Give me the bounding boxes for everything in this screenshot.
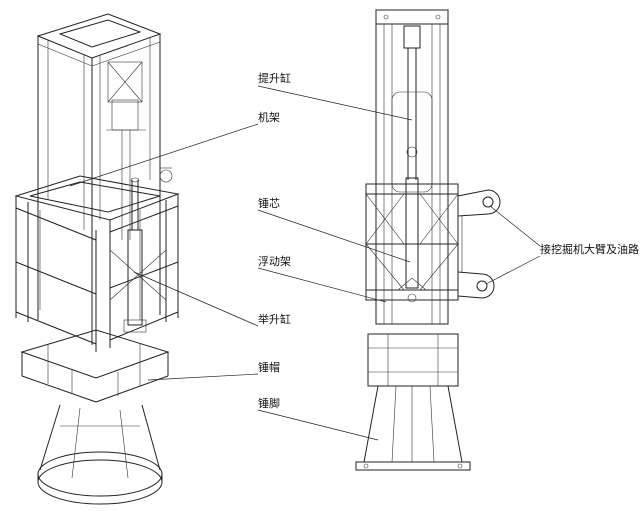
label-excavator-arm: 接挖掘机大臂及油路 [540,243,639,256]
floating-frame-iso [14,175,180,352]
label-hammer-cap: 锤帽 [258,361,280,374]
arm-bracket [457,189,501,299]
label-frame: 机架 [258,111,280,124]
main-column [36,13,173,345]
lift-cylinder-iso [123,177,147,333]
label-hammer-core: 锤芯 [258,197,280,210]
isometric-view [14,13,180,505]
leader-lines [69,85,541,441]
floating-frame-front [365,183,459,303]
hammer-foot-iso [37,404,163,505]
front-view [355,9,501,471]
label-lift-cylinder: 举升缸 [258,313,291,326]
label-lift-cylinder-top: 提升缸 [258,72,291,85]
label-floating-frame: 浮动架 [258,255,291,268]
hammer-cap-iso [20,329,170,403]
label-hammer-foot: 锤脚 [258,397,280,410]
